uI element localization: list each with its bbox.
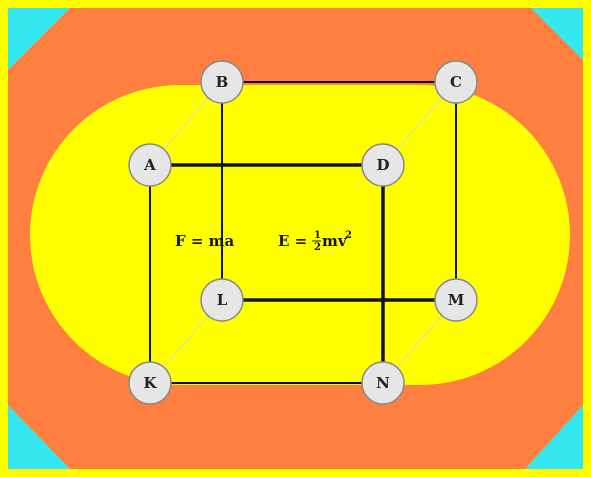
node-l: L [200,278,244,322]
node-label: M [448,291,465,309]
nodes-group: B C A D L M K N [128,60,478,405]
node-label: L [217,291,228,309]
formula-energy-lhs: E = [278,232,307,250]
node-circle [200,278,244,322]
node-label: K [143,374,157,392]
node-c: C [434,60,478,104]
node-circle [128,143,172,187]
node-circle [128,361,172,405]
node-circle [361,143,405,187]
node-k: K [128,361,172,405]
node-label: A [143,156,156,174]
formula-energy-numerator: 1 [314,230,321,241]
node-circle [434,278,478,322]
node-circle [434,60,478,104]
node-circle [361,361,405,405]
node-label: D [376,156,389,174]
node-d: D [361,143,405,187]
node-label: C [450,73,462,91]
formula-energy-exponent: 2 [345,230,352,241]
formula-energy-rhs: mv [322,232,348,250]
formula-energy-denominator: 2 [314,242,321,253]
node-n: N [361,361,405,405]
node-label: N [376,374,390,392]
node-a: A [128,143,172,187]
node-circle [200,60,244,104]
formula-energy: E = 1 2 mv 2 [278,230,352,253]
node-label: B [216,73,229,91]
node-b: B [200,60,244,104]
formula-force: F = ma [175,232,235,250]
node-m: M [434,278,478,322]
